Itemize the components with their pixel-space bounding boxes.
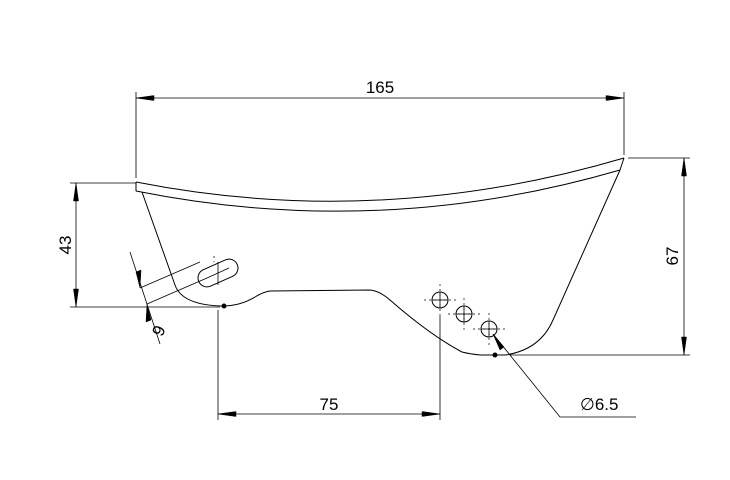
reference-point-right [492, 352, 498, 358]
hole-2 [448, 298, 480, 330]
dimension-right-height: 67 [510, 157, 690, 356]
rim-outer-edge [135, 157, 625, 202]
body-outline [141, 169, 621, 356]
diameter-symbol: ∅ [580, 395, 595, 414]
part-outline [135, 157, 625, 356]
holes [424, 284, 505, 345]
hole-1 [424, 284, 456, 316]
dimension-text-hole-diameter: ∅6.5 [580, 395, 618, 414]
dimension-overall-width: 165 [135, 78, 625, 178]
hole-3 [473, 313, 505, 345]
dimension-text-hole-spacing: 75 [320, 395, 339, 414]
dimension-hole-spacing: 75 [217, 310, 441, 420]
rim-inner-edge [135, 169, 621, 212]
dimension-text-left-height: 43 [56, 236, 75, 255]
dimension-hole-diameter: ∅6.5 [492, 333, 636, 418]
dimension-left-height: 43 [56, 182, 220, 308]
rim-right-end [619, 157, 625, 171]
dimension-text-overall-width: 165 [366, 78, 394, 97]
slot [197, 256, 239, 288]
dimension-text-slot-width: 9 [148, 323, 169, 339]
diameter-value: 6.5 [595, 395, 619, 414]
reference-point-left [221, 303, 227, 309]
dimension-text-right-height: 67 [663, 247, 682, 266]
